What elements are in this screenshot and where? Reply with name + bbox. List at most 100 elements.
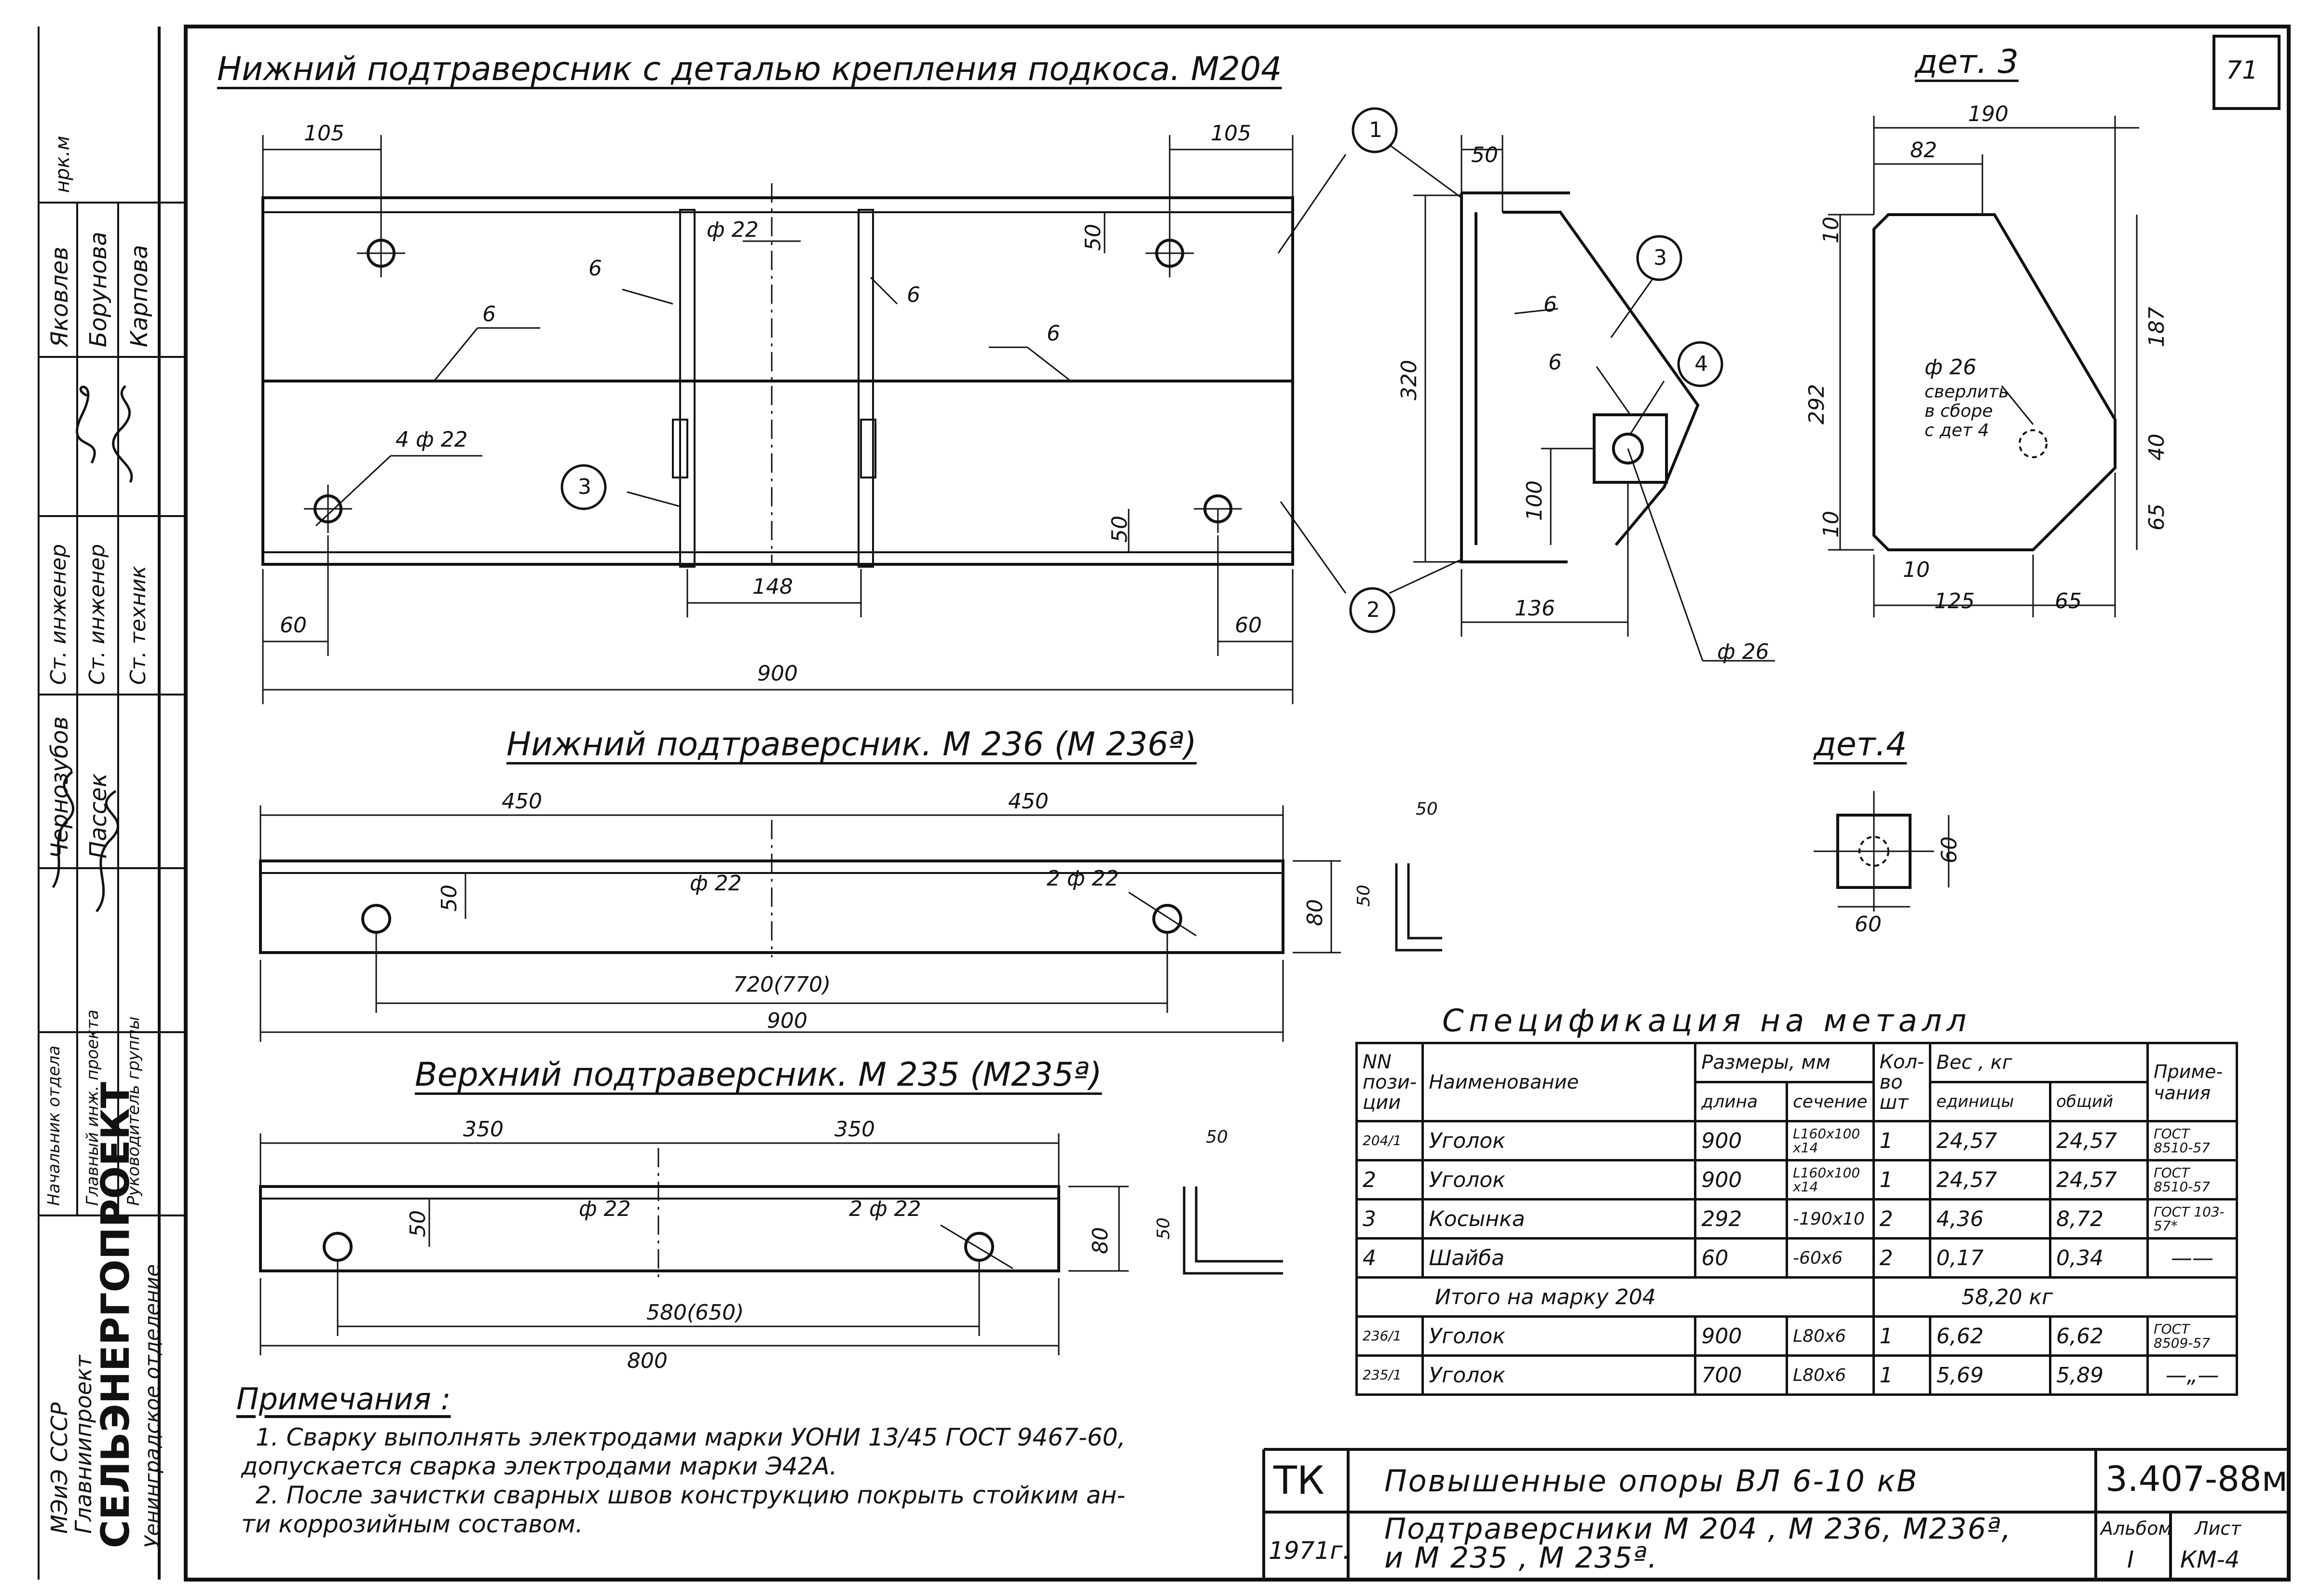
det4-view [1814,791,1950,912]
det3-dim-40: 40 [2144,434,2169,461]
m236-dim-holes: 2 ф 22 [1047,866,1119,891]
m204-weld-6c: 6 [482,302,496,327]
spec-h-unit: единицы [1929,1081,2052,1122]
det3-dim-190: 190 [1968,102,2008,126]
callout-3-main: 3 [578,475,591,499]
spec-table: NN пози- ции Наименование Размеры, мм Ко… [1355,1042,2239,1396]
m236-title: Нижний подтраверсник. М 236 (М 236ª) [506,725,1197,764]
stamp-name-1: Яковлев [46,246,73,348]
m235-elevation [259,1133,1283,1355]
side-dim-136: 136 [1515,596,1555,621]
m204-weld-6a: 6 [588,256,602,281]
m204-elevation [261,135,1347,704]
sheet-frame [184,25,2291,1582]
m204-dim-60-left: 60 [280,613,307,638]
det3-dim-10-bottom: 10 [1819,511,1844,538]
det3-dim-65b: 65 [2055,589,2082,614]
det4-dim-60h: 60 [1855,912,1882,937]
m235-dim-350b: 350 [834,1117,875,1142]
notes-line-4: ти коррозийным составом. [241,1510,583,1538]
notes-line-2: допускается сварка электродами марки Э42… [241,1452,837,1480]
spec-row: 4 Шайба 60 -60x6 2 0,17 0,34 —— [1355,1237,2238,1279]
spec-h-name: Наименование [1421,1042,1697,1122]
callout-circle-4 [1677,341,1723,387]
m235-dim-580: 580(650) [646,1300,744,1325]
m204-dim-105-right: 105 [1211,121,1251,146]
m235-dim-holes: 2 ф 22 [849,1197,921,1221]
m235-dim-phi22: ф 22 [579,1197,631,1221]
spec-h-note: Приме- чания [2146,1042,2238,1122]
det3-title: дет. 3 [1915,43,2019,81]
spec-h-weight: Вес , кг [1929,1042,2149,1083]
stamp-role-2: Главный инж. проекта [83,1009,102,1206]
m235-dim-80: 80 [1088,1227,1113,1254]
det3-dim-82: 82 [1910,138,1937,163]
m236-dim-450b: 450 [1008,789,1049,814]
det3-dim-phi26: ф 26 [1925,355,1977,380]
m204-dim-holes: 4 ф 22 [396,427,468,452]
spec-h-qty: Кол- во шт [1872,1042,1932,1122]
callout-circle-3a [560,464,607,510]
signatures [52,385,133,913]
side-weld-6b: 6 [1548,350,1562,375]
stamp-name-3: Карпова [126,245,153,347]
tb-tk: ТК [1273,1458,1325,1503]
m204-weld-6d: 6 [1047,321,1060,346]
det3-view [1828,116,2139,617]
det3-dim-10-b2: 10 [1903,558,1930,582]
m235-title: Верхний подтраверсник. М 235 (М235ª) [415,1056,1102,1094]
side-weld-6a: 6 [1543,292,1557,317]
m235-dim-800: 800 [627,1349,668,1373]
det3-note-3: с дет 4 [1925,421,1989,440]
m236-dim-720: 720(770) [733,972,831,997]
m204-side-view [1389,135,1775,662]
m236-dim-phi22: ф 22 [690,871,742,896]
m204-dim-50-bottom: 50 [1107,516,1132,543]
tb-album-label: Альбом [2101,1518,2172,1539]
m235-sect-50v: 50 [1154,1217,1174,1240]
callout-circle-1 [1352,107,1398,153]
m204-dim-60-right: 60 [1235,613,1262,638]
m236-dim-50: 50 [437,885,462,912]
m236-sect-50h: 50 [1416,799,1438,819]
tb-album: I [2127,1546,2134,1573]
page-number: 71 [2226,56,2258,85]
side-dim-100: 100 [1522,480,1547,521]
m236-dim-80: 80 [1303,899,1327,926]
stamp-org4: Уенинградское отделение [140,1264,164,1548]
m204-dim-148: 148 [752,574,793,599]
tb-sheet-label: Лист [2195,1518,2241,1539]
m235-sect-50h: 50 [1206,1127,1228,1147]
stamp-name-2: Борунова [85,232,112,347]
det3-note-2: в сборе [1925,401,1993,421]
spec-row: 2 Уголок 900 L160x100 x14 1 24,57 24,57 … [1355,1159,2238,1200]
m204-dim-phi22: ф 22 [707,218,759,242]
det3-dim-292: 292 [1804,384,1829,424]
callout-1: 1 [1369,118,1382,142]
stamp-corner: нрк.м [52,136,74,193]
m235-dim-350a: 350 [463,1117,504,1142]
side-dim-320: 320 [1397,360,1421,400]
notes-line-3: 2. После зачистки сварных швов конструкц… [256,1481,1126,1509]
m236-dim-450a: 450 [502,789,542,814]
m204-weld-6b: 6 [907,283,920,307]
m204-title: Нижний подтраверсник с деталью крепления… [217,50,1282,88]
notes-line-1: 1. Сварку выполнять электродами марки УО… [256,1423,1126,1451]
spec-h-section: сечение [1786,1081,1875,1122]
tb-line1: Повышенные опоры ВЛ 6-10 кВ [1384,1463,1919,1499]
tb-year: 1971г. [1269,1537,1351,1565]
stamp-org2: Главниипроект [70,1355,96,1534]
m236-dim-900: 900 [767,1009,807,1033]
title-block-frame [1262,1448,2289,1580]
callout-4: 4 [1694,352,1708,376]
spec-row: 236/1 Уголок 900 L80x6 1 6,62 6,62 ГОСТ … [1355,1315,2238,1357]
m204-dim-900: 900 [757,661,798,686]
spec-h-pos: NN пози- ции [1355,1042,1424,1122]
callout-circle-2 [1349,587,1395,633]
spec-row: 235/1 Уголок 700 L80x6 1 5,69 5,89 —„— [1355,1354,2238,1396]
stamp-role-3: Руководитель группы [124,1016,143,1206]
det3-dim-65: 65 [2144,504,2169,531]
m204-dim-50-top: 50 [1081,224,1106,251]
m235-dim-50: 50 [406,1210,430,1237]
callout-circle-3b [1636,235,1682,281]
